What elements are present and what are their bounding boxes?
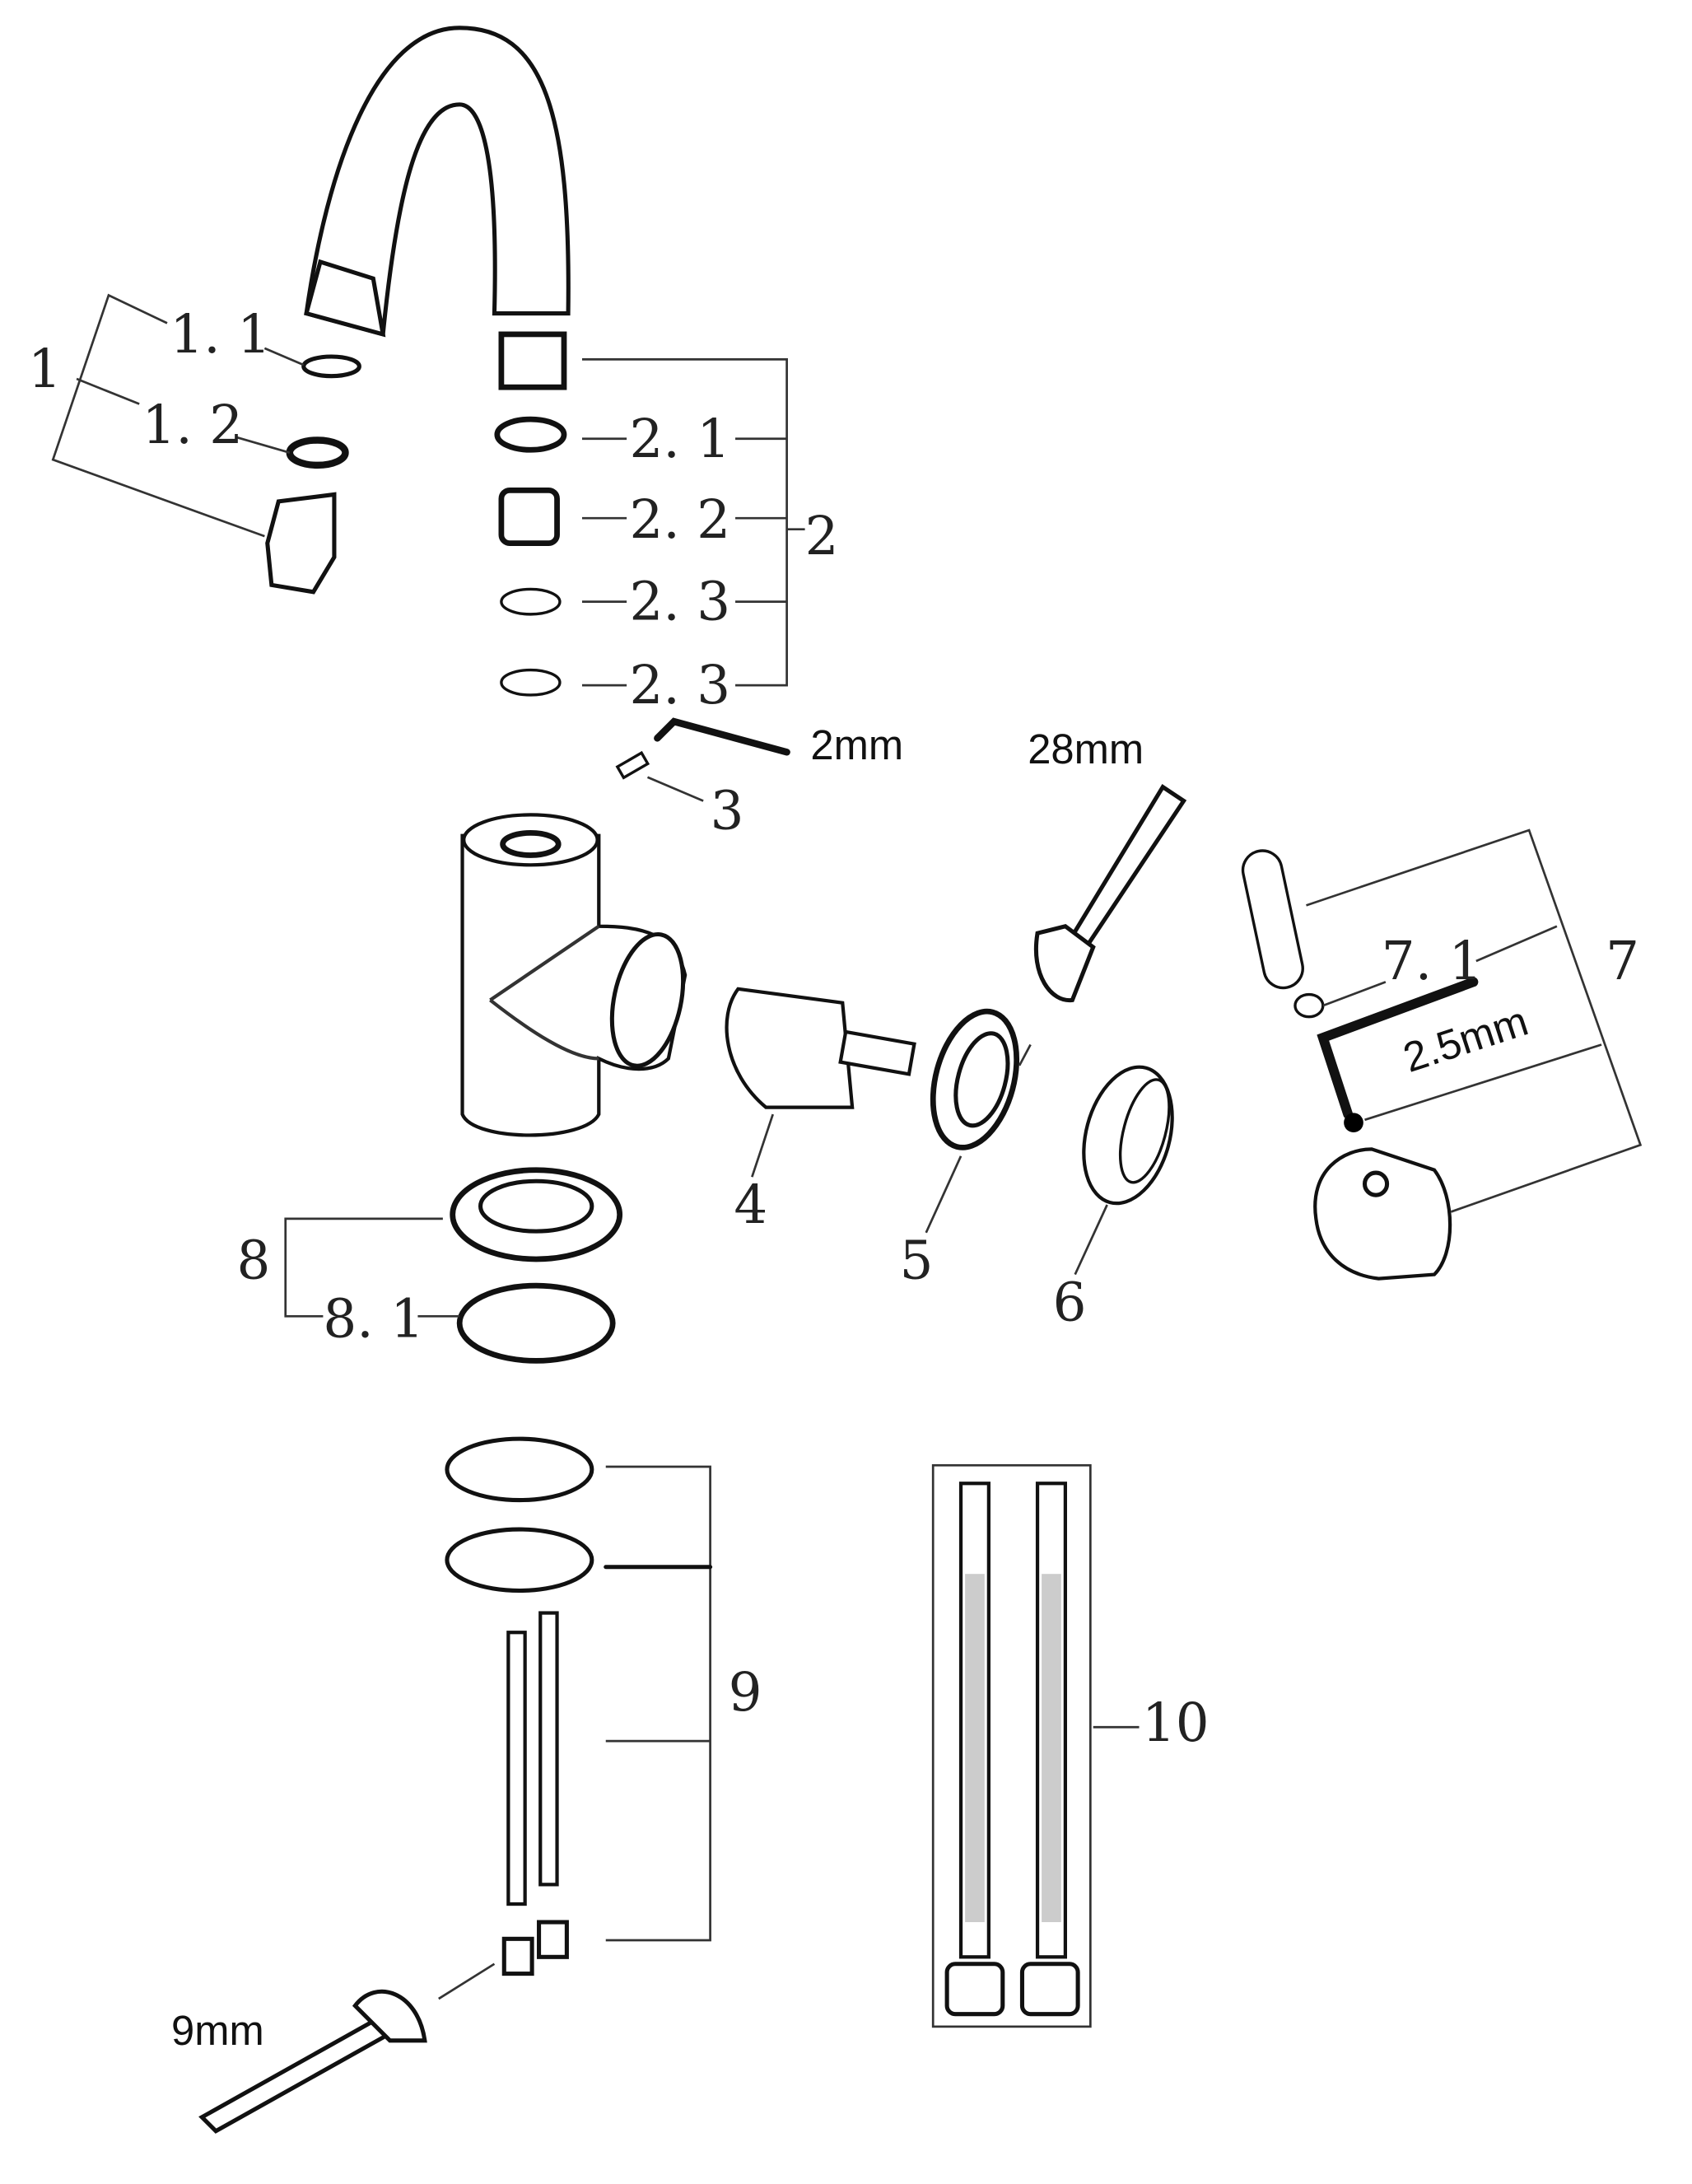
label-2-2: 2. 2: [629, 489, 730, 551]
mixer-body: [460, 813, 688, 1137]
cartridge: [725, 987, 916, 1178]
label-5: 5: [900, 1230, 934, 1292]
label-9: 9: [729, 1662, 762, 1724]
label-3: 3: [711, 780, 744, 842]
wrench-9mm: [198, 1962, 496, 2134]
handle-parts: [1241, 828, 1643, 1281]
label-2-3b: 2. 3: [629, 655, 730, 716]
label-wrench-28mm: 28mm: [1028, 726, 1144, 772]
flex-hoses: [931, 1463, 1140, 2028]
label-1-2: 1. 2: [142, 394, 244, 456]
fixing-set: [445, 1436, 713, 1976]
label-7-1: 7. 1: [1382, 931, 1483, 992]
label-8: 8: [237, 1230, 271, 1292]
spout: [304, 26, 571, 338]
label-6: 6: [1053, 1272, 1087, 1333]
label-7: 7: [1606, 931, 1639, 992]
wrench-28mm: [1018, 784, 1187, 1066]
spout-connector-parts: [494, 331, 805, 697]
label-1: 1: [28, 338, 62, 400]
label-2-3a: 2. 3: [629, 572, 730, 633]
label-hex-key-2mm: 2mm: [810, 721, 903, 768]
label-10: 10: [1142, 1692, 1210, 1754]
hex-key-2mm: [615, 717, 790, 802]
label-2: 2: [805, 506, 839, 567]
label-2-1: 2. 1: [629, 408, 730, 470]
label-4: 4: [734, 1174, 767, 1236]
label-8-1: 8. 1: [323, 1289, 424, 1351]
nut-and-cap: [925, 1008, 1174, 1276]
label-1-1: 1. 1: [170, 304, 271, 366]
label-hex-key-2-5mm: 2.5mm: [1397, 997, 1533, 1081]
base-ring: [284, 1167, 623, 1364]
aerator-parts: [51, 293, 361, 595]
label-wrench-9mm: 9mm: [171, 2007, 264, 2054]
